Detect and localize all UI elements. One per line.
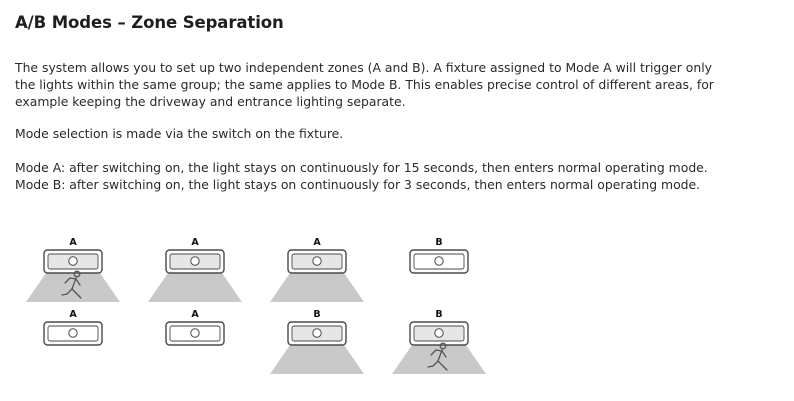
person-head xyxy=(73,270,81,278)
person-leg-back xyxy=(427,360,439,368)
light-beam xyxy=(270,273,364,302)
fixture-a: A xyxy=(148,237,242,302)
person-leg-front xyxy=(71,288,82,299)
motion-sensor-icon xyxy=(68,328,78,338)
fixture-a: A xyxy=(270,237,364,302)
fixture-b: B xyxy=(270,309,364,374)
person-body xyxy=(71,277,77,290)
person-leg-back xyxy=(61,288,73,296)
mode-label: B xyxy=(435,237,442,248)
mode-label: A xyxy=(313,237,321,248)
fixture-a: A xyxy=(26,237,120,302)
motion-sensor-icon xyxy=(68,256,78,266)
motion-sensor-icon xyxy=(312,256,322,266)
motion-sensor-icon xyxy=(434,328,444,338)
light-beam xyxy=(270,345,364,374)
motion-sensor-icon xyxy=(190,256,200,266)
motion-sensor-icon xyxy=(434,256,444,266)
walking-person-icon xyxy=(427,342,448,371)
mode-a-description: Mode A: after switching on, the light st… xyxy=(15,160,708,175)
mode-label: A xyxy=(69,309,77,320)
person-arms xyxy=(64,277,81,286)
mode-label: B xyxy=(313,309,320,320)
zone-diagram: A A A B A A B B xyxy=(26,237,486,374)
mode-label: A xyxy=(69,237,77,248)
motion-sensor-icon xyxy=(190,328,200,338)
fixture-b: B xyxy=(392,309,486,374)
intro-line-3: example keeping the driveway and entranc… xyxy=(15,93,406,109)
intro-line-2: the lights within the same group; the sa… xyxy=(15,76,714,92)
person-body xyxy=(437,349,443,362)
page-title: A/B Modes – Zone Separation xyxy=(15,13,284,32)
person-head xyxy=(439,342,447,350)
mode-label: A xyxy=(191,237,199,248)
intro-line-1: The system allows you to set up two inde… xyxy=(15,60,712,75)
light-beam xyxy=(148,273,242,302)
mode-b-description: Mode B: after switching on, the light st… xyxy=(15,177,701,192)
fixture-a: A xyxy=(165,309,225,346)
person-arms xyxy=(430,349,447,358)
fixture-b: B xyxy=(409,237,469,274)
mode-label: B xyxy=(435,309,442,320)
motion-sensor-icon xyxy=(312,328,322,338)
fixture-a: A xyxy=(43,309,103,346)
walking-person-icon xyxy=(61,270,82,299)
mode-label: A xyxy=(191,309,199,320)
person-leg-front xyxy=(437,360,448,371)
intro-paragraph: The system allows you to set up two inde… xyxy=(15,60,714,110)
mode-selection-text: Mode selection is made via the switch on… xyxy=(15,126,344,141)
